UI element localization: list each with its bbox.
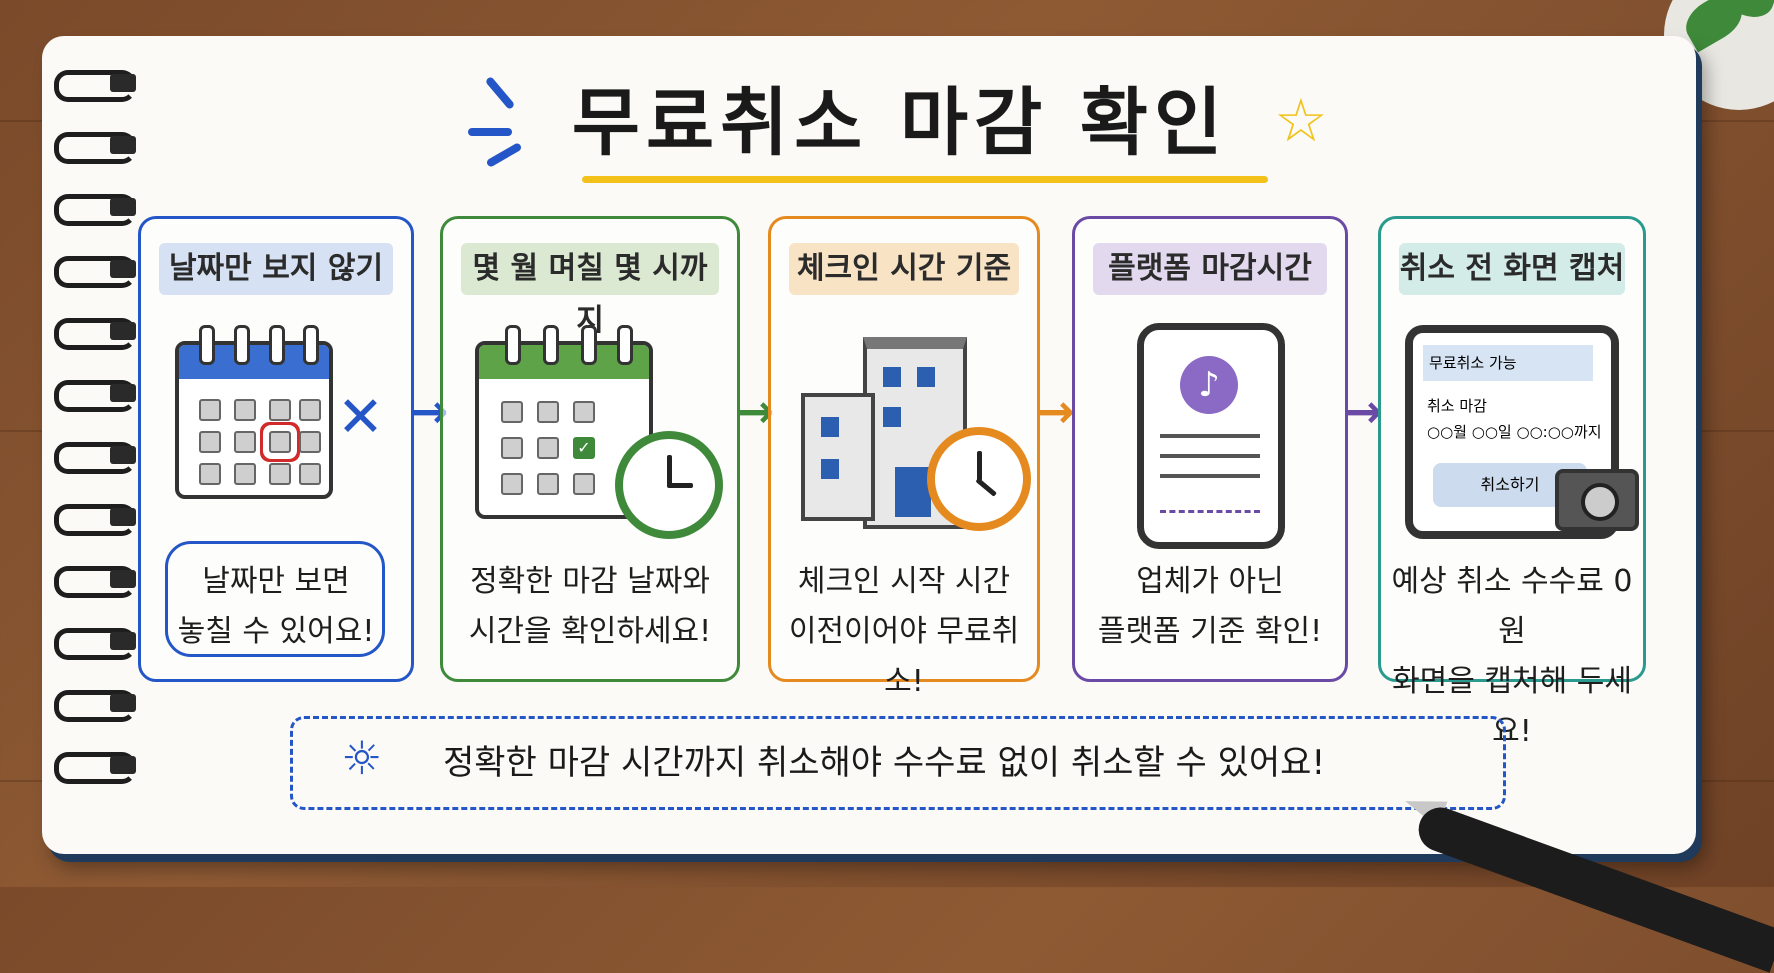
- check-icon: ✓: [573, 437, 595, 459]
- step-label: 몇 월 며칠 몇 시까지: [461, 243, 719, 338]
- caption-line: 플랫폼 기준 확인!: [1097, 614, 1323, 649]
- page-title: 무료취소 마감 확인: [571, 80, 1229, 166]
- caption-line: 예상 취소 수수료 0원: [1391, 564, 1633, 649]
- deadline-value: ○○월 ○○일 ○○:○○까지: [1427, 423, 1602, 441]
- calendar-icon: ✓: [475, 325, 653, 519]
- spiral-ring: [54, 752, 136, 784]
- bell-icon: ♪: [1180, 356, 1238, 414]
- step-card-2: 몇 월 며칠 몇 시까지 ✓ 정확한 마감 날짜와 시간을 확인하세요!: [440, 216, 740, 682]
- clock-icon: [615, 431, 723, 539]
- spiral-ring: [54, 566, 136, 598]
- step-card-3: 체크인 시간 기준 체크인 시작 시간 이전이어야 무료취소!: [768, 216, 1040, 699]
- x-mark-icon: ✕: [337, 385, 384, 450]
- arrow-right-icon: →: [1344, 384, 1383, 438]
- clock-icon: [927, 427, 1031, 531]
- step-card-4: 플랫폼 마감시간 ♪ 업체가 아닌 플랫폼 기준 확인!: [1072, 216, 1348, 682]
- star-icon: ☆: [1274, 86, 1328, 156]
- status-text: 무료취소 가능: [1423, 345, 1593, 381]
- spiral-ring: [54, 380, 136, 412]
- spiral-ring: [54, 132, 136, 164]
- spiral-ring: [54, 318, 136, 350]
- title-underline: [582, 176, 1268, 183]
- caption-line: 업체가 아닌: [1136, 564, 1284, 599]
- spiral-ring: [54, 628, 136, 660]
- caption-line: 시간을 확인하세요!: [468, 614, 712, 649]
- deadline-label: 취소 마감: [1427, 397, 1487, 415]
- step-caption: 정확한 마감 날짜와 시간을 확인하세요!: [443, 557, 737, 657]
- spiral-ring: [54, 194, 136, 226]
- caption-line: 이전이어야 무료취소!: [788, 614, 1020, 699]
- spiral-ring: [54, 442, 136, 474]
- step-card-1: 날짜만 보지 않기 ✕ 날짜만 보면 놓칠 수 있어요!: [138, 216, 414, 682]
- title-wrap: 무료취소 마감 확인: [540, 78, 1260, 168]
- step-label: 체크인 시간 기준: [789, 243, 1019, 295]
- tip-box: ☼ 정확한 마감 시간까지 취소해야 수수료 없이 취소할 수 있어요!: [290, 716, 1506, 810]
- spiral-ring: [54, 504, 136, 536]
- step-caption: 체크인 시작 시간 이전이어야 무료취소!: [771, 557, 1037, 707]
- spiral-ring: [54, 256, 136, 288]
- tip-text: 정확한 마감 시간까지 취소해야 수수료 없이 취소할 수 있어요!: [443, 743, 1326, 783]
- step-caption: 예상 취소 수수료 0원 화면을 캡처해 두세요!: [1381, 557, 1643, 757]
- caption-line: 놓칠 수 있어요!: [177, 614, 375, 649]
- step-caption: 업체가 아닌 플랫폼 기준 확인!: [1075, 557, 1345, 657]
- speech-bubble: [165, 541, 385, 657]
- sparkle-mark: [468, 128, 512, 136]
- step-label: 날짜만 보지 않기: [159, 243, 393, 295]
- camera-icon: [1555, 469, 1639, 531]
- phone-icon: ♪: [1137, 323, 1285, 549]
- calendar-icon: [175, 325, 333, 499]
- spiral-ring: [54, 70, 136, 102]
- caption-line: 정확한 마감 날짜와: [470, 564, 710, 599]
- step-card-5: 취소 전 화면 캡처 무료취소 가능 취소 마감 ○○월 ○○일 ○○:○○까지…: [1378, 216, 1646, 749]
- caption-line: 날짜만 보면: [202, 564, 350, 599]
- building-icon: [801, 337, 973, 529]
- step-label: 취소 전 화면 캡처: [1399, 243, 1625, 295]
- step-label: 플랫폼 마감시간: [1093, 243, 1327, 295]
- caption-line: 체크인 시작 시간: [797, 564, 1011, 599]
- spiral-ring: [54, 690, 136, 722]
- step-caption: 날짜만 보면 놓칠 수 있어요!: [141, 557, 411, 657]
- arrow-right-icon: →: [1036, 384, 1075, 438]
- lightbulb-icon: ☼: [341, 731, 383, 785]
